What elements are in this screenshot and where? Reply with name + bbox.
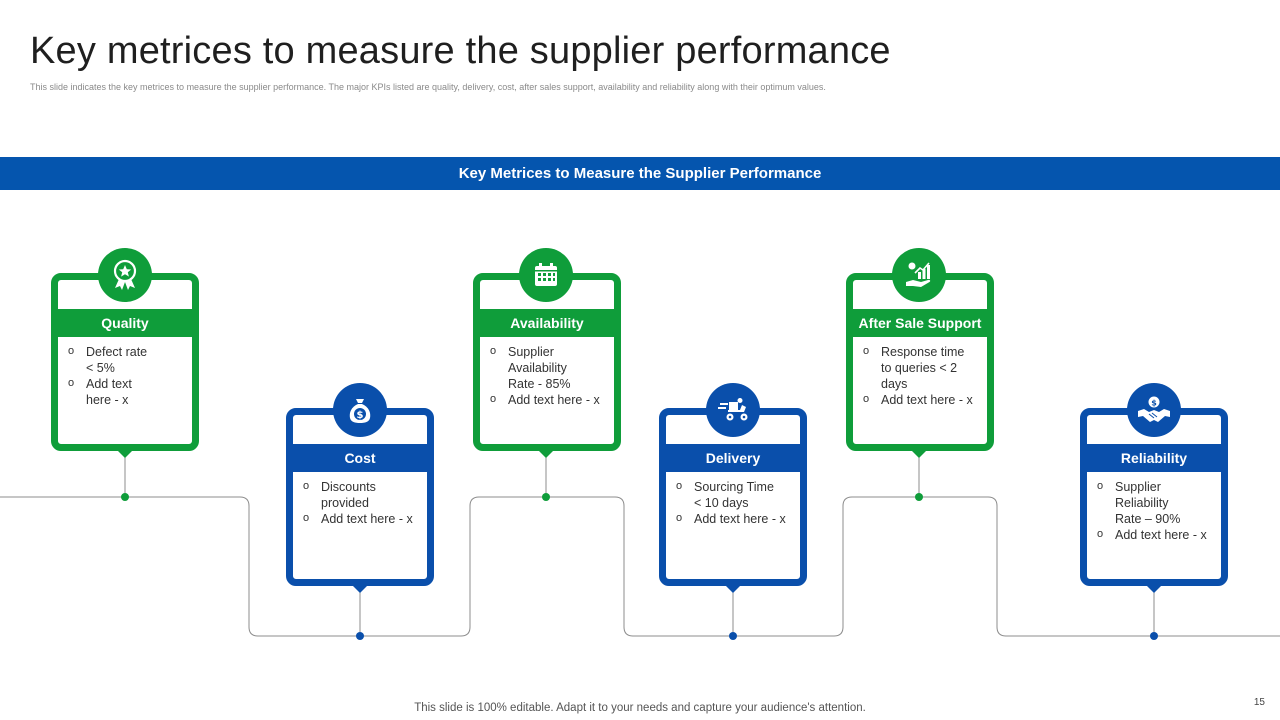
metric-card-header: Reliability: [1087, 444, 1221, 472]
metric-list-item: Discounts provided: [303, 478, 389, 511]
metric-list: Sourcing Time < 10 days Add text here - …: [666, 472, 800, 527]
metric-list-item: Sourcing Time < 10 days: [676, 478, 784, 511]
metric-list: Supplier Reliability Rate – 90% Add text…: [1087, 472, 1221, 543]
calendar-icon: [519, 248, 573, 302]
metric-list: Defect rate < 5% Add text here - x: [58, 337, 192, 408]
metric-card-delivery: Delivery Sourcing Time < 10 days Add tex…: [659, 408, 807, 586]
metric-list-item: Response time to queries < 2 days: [863, 343, 973, 392]
hand-growth-chart-icon: [892, 248, 946, 302]
award-ribbon-icon: [98, 248, 152, 302]
metric-card-header: Delivery: [666, 444, 800, 472]
metric-card-header: Quality: [58, 309, 192, 337]
metric-list-item: Add text here - x: [68, 375, 148, 408]
banner-text: Key Metrices to Measure the Supplier Per…: [458, 165, 822, 182]
svg-text:$: $: [1151, 399, 1157, 408]
metric-card-header: After Sale Support: [853, 309, 987, 337]
metric-card-header: Availability: [480, 309, 614, 337]
metric-list: Discounts provided Add text here - x: [293, 472, 427, 527]
metric-list-item: Add text here - x: [863, 391, 981, 408]
page-number: 15: [1253, 697, 1265, 708]
metric-card-header: Cost: [293, 444, 427, 472]
slide-title: Key metrices to measure the supplier per…: [30, 30, 891, 72]
timeline-dots: [121, 493, 1158, 640]
metric-card-quality: Quality Defect rate < 5% Add text here -…: [51, 273, 199, 451]
metric-list-item: Add text here - x: [303, 510, 421, 527]
metric-card-reliability: Reliability Supplier Reliability Rate – …: [1080, 408, 1228, 586]
metric-list: Supplier Availability Rate - 85% Add tex…: [480, 337, 614, 408]
delivery-scooter-icon: [706, 383, 760, 437]
money-bag-icon: $: [333, 383, 387, 437]
metric-list-item: Add text here - x: [1097, 526, 1207, 543]
metric-list-item: Supplier Availability Rate - 85%: [490, 343, 580, 392]
metric-list: Response time to queries < 2 days Add te…: [853, 337, 987, 408]
metric-list-item: Supplier Reliability Rate – 90%: [1097, 478, 1189, 527]
slide-subtitle: This slide indicates the key metrices to…: [30, 82, 826, 92]
banner: Key Metrices to Measure the Supplier Per…: [0, 157, 1280, 190]
card-pointers: [113, 446, 1166, 593]
slide-footer: This slide is 100% editable. Adapt it to…: [414, 702, 866, 714]
metric-list-item: Add text here - x: [490, 391, 608, 408]
card-stems: [124, 450, 1155, 636]
metric-list-item: Defect rate < 5%: [68, 343, 148, 376]
handshake-dollar-icon: $: [1127, 383, 1181, 437]
svg-text:$: $: [357, 410, 364, 421]
metric-list-item: Add text here - x: [676, 510, 794, 527]
